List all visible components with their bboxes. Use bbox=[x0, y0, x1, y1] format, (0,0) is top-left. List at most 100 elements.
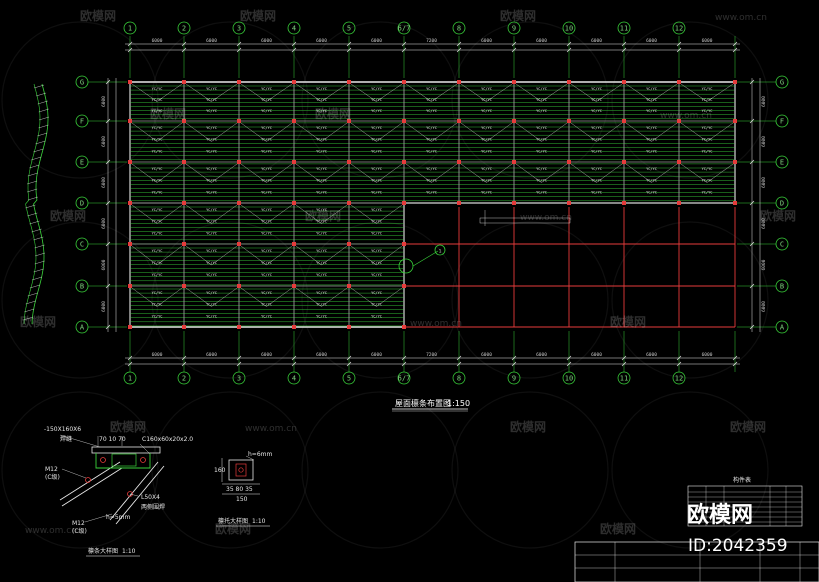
axis-label-col: 6/7 bbox=[398, 25, 411, 33]
column-mark bbox=[457, 80, 461, 84]
axis-bubble-row bbox=[75, 279, 89, 293]
brace-line bbox=[131, 287, 158, 307]
purlin-label: YC/YC bbox=[536, 149, 547, 153]
brace-line bbox=[680, 122, 708, 142]
purlin-label: YC/YC bbox=[152, 273, 163, 277]
brace-line bbox=[680, 163, 708, 183]
purlin-label: YC/YC bbox=[206, 109, 217, 113]
column-mark bbox=[733, 119, 737, 123]
axis-bubble-row bbox=[775, 320, 789, 334]
detail1-note2: 两侧围焊 bbox=[141, 503, 165, 511]
purlin-label: YC/YC bbox=[316, 303, 327, 307]
watermark-brand: 欧模网 bbox=[500, 8, 536, 23]
detail1-leader bbox=[84, 513, 113, 523]
axis-label-col: 6/7 bbox=[398, 375, 411, 383]
brace-line bbox=[376, 122, 403, 142]
brace-line bbox=[570, 122, 597, 142]
axis-label-col: 10 bbox=[565, 375, 573, 383]
purlin-label: YC/YC bbox=[152, 149, 163, 153]
detail2-scale: 1:10 bbox=[252, 518, 266, 525]
brace-line bbox=[350, 287, 377, 307]
column-mark bbox=[347, 119, 351, 123]
axis-bubble-col bbox=[617, 371, 631, 385]
purlin-label: YC/YC bbox=[536, 87, 547, 91]
column-mark bbox=[128, 325, 132, 329]
brace-line bbox=[266, 163, 293, 183]
brace-line bbox=[515, 83, 542, 102]
purlin-label: YC/YC bbox=[371, 291, 382, 295]
dimension-text-bottom: 6000 bbox=[702, 352, 713, 358]
column-mark bbox=[237, 242, 241, 246]
column-mark bbox=[512, 80, 516, 84]
brace-line bbox=[266, 122, 293, 142]
watermark-circle bbox=[611, 21, 769, 179]
dimension-tick bbox=[181, 355, 187, 361]
dimension-tick bbox=[621, 355, 627, 361]
dimension-text-right: 6000 bbox=[761, 136, 767, 147]
purlin-label: YC/YC bbox=[646, 179, 657, 183]
brace-line bbox=[156, 83, 183, 102]
axis-label-row: D bbox=[80, 200, 84, 208]
brace-line bbox=[321, 83, 348, 102]
dimension-tick bbox=[621, 47, 627, 53]
watermark-brand: 欧模网 bbox=[315, 106, 351, 121]
dimension-text-bottom: 6000 bbox=[206, 352, 217, 358]
column-mark bbox=[182, 284, 186, 288]
column-mark bbox=[182, 242, 186, 246]
dimension-tick bbox=[511, 355, 517, 361]
purlin-label: YC/YC bbox=[206, 126, 217, 130]
detail1-bolt1: M12 bbox=[45, 466, 58, 473]
purlin-label: YC/YC bbox=[206, 220, 217, 224]
purlin-label: YC/YC bbox=[206, 167, 217, 171]
dimension-text-left: 6000 bbox=[101, 136, 107, 147]
purlin-label: YC/YC bbox=[206, 138, 217, 142]
purlin-label: YC/YC bbox=[316, 291, 327, 295]
dimension-tick bbox=[127, 47, 133, 53]
column-mark bbox=[237, 119, 241, 123]
axis-bubble-row bbox=[775, 114, 789, 128]
side-tick bbox=[31, 228, 42, 233]
column-mark bbox=[182, 119, 186, 123]
brace-line bbox=[376, 163, 403, 183]
dimension-text-left: 6000 bbox=[101, 259, 107, 270]
dimension-tick bbox=[456, 361, 462, 367]
column-mark bbox=[182, 201, 186, 205]
axis-label-col: 8 bbox=[457, 375, 461, 383]
purlin-label: YC/YC bbox=[702, 126, 713, 130]
column-mark bbox=[292, 80, 296, 84]
axis-label-col: 3 bbox=[237, 375, 241, 383]
purlin-label: YC/YC bbox=[702, 190, 713, 194]
column-mark bbox=[128, 119, 132, 123]
purlin-label: YC/YC bbox=[646, 98, 657, 102]
side-tick bbox=[29, 284, 40, 289]
axis-label-row: A bbox=[780, 324, 785, 332]
dimension-tick bbox=[676, 47, 682, 53]
axis-bubble-col bbox=[397, 371, 411, 385]
dimension-lines: 6000600060006000600060006000600060006000… bbox=[101, 38, 767, 367]
purlin-label: YC/YC bbox=[371, 208, 382, 212]
column-mark bbox=[292, 160, 296, 164]
column-mark bbox=[182, 325, 186, 329]
purlin-label: YC/YC bbox=[591, 179, 602, 183]
purlin-label: YC/YC bbox=[646, 190, 657, 194]
purlin-label: YC/YC bbox=[371, 249, 382, 253]
purlin-label: YC/YC bbox=[261, 249, 272, 253]
axis-label-col: 12 bbox=[675, 375, 683, 383]
axis-bubble-col bbox=[617, 21, 631, 35]
purlin-label: YC/YC bbox=[371, 87, 382, 91]
reference-leader bbox=[412, 250, 439, 267]
column-mark bbox=[567, 201, 571, 205]
purlin-label: YC/YC bbox=[206, 291, 217, 295]
brace-line bbox=[486, 163, 513, 183]
dimension-text-bottom: 6000 bbox=[481, 352, 492, 358]
dimension-text-bottom: 6000 bbox=[316, 352, 327, 358]
side-tick bbox=[34, 244, 45, 249]
brace-line bbox=[625, 163, 652, 183]
watermark-circle bbox=[151, 221, 309, 379]
detail1-leader bbox=[59, 434, 101, 448]
purlin-label: YC/YC bbox=[261, 220, 272, 224]
brace-line bbox=[211, 83, 238, 102]
detail2-height: 160 bbox=[214, 467, 226, 474]
brace-line bbox=[376, 204, 403, 224]
